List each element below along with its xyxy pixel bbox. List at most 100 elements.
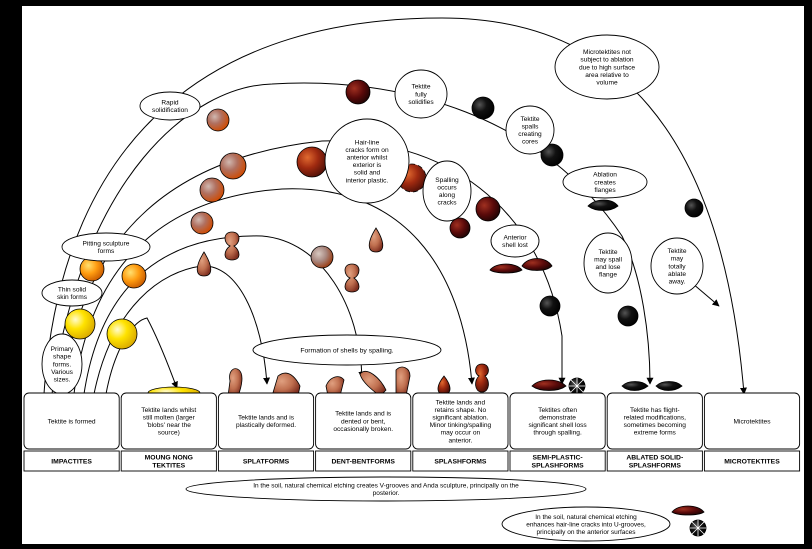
- bubble-outline: [562, 165, 648, 199]
- tektite-spheres: [64, 79, 704, 350]
- bubble-outline: [41, 279, 103, 307]
- column-5-desc-line-0: Tektites often: [538, 407, 577, 414]
- column-6-name-line-0: ABLATED SOLID-: [626, 454, 683, 461]
- bubble-spall-flange-text-line-1: may spall: [594, 257, 622, 264]
- soil-notes: In the soil, natural chemical etching cr…: [185, 476, 671, 542]
- column-desc-box: [315, 392, 412, 450]
- splatform-1: [227, 368, 243, 397]
- black-sphere-3: [539, 295, 561, 317]
- red-sphere-hairline: [296, 146, 328, 178]
- column-4-desc-line-0: Tektite lands and: [436, 399, 486, 406]
- grey-sphere-1: [206, 108, 230, 132]
- soil-note-v-grooves: In the soil, natural chemical etching cr…: [185, 476, 587, 502]
- bubble-hairline-text-line-2: anterior whilst: [347, 155, 388, 162]
- column-3-name-line-0: DENT-BENTFORMS: [331, 458, 395, 465]
- bubble-spalls-text-line-0: Tektite: [520, 116, 539, 123]
- anterior-shell-2: [521, 258, 553, 271]
- bubble-spalling-text-line-3: cracks: [437, 200, 457, 207]
- bubble-pitting-text-line-1: forms: [98, 248, 115, 255]
- soil-note-u-grooves-text-line-1: enhances hair-line cracks into U-grooves…: [526, 521, 646, 528]
- column-2-name-line-0: SPLATFORMS: [243, 458, 290, 465]
- bubble-primary-text-line-2: forms.: [53, 361, 71, 368]
- grey-sphere-4: [190, 211, 214, 235]
- soil-note-u-grooves-text-line-0: In the soil, natural chemical etching: [535, 514, 637, 521]
- dark-sphere-top: [345, 79, 371, 105]
- column-desc-box: [703, 392, 801, 450]
- column-3-desc-line-2: occasionally broken.: [333, 426, 393, 433]
- arc-splashforms: [73, 188, 475, 395]
- bubble-outline: [324, 118, 410, 204]
- bubble-primary-text-line-0: Primary: [51, 346, 74, 353]
- molten-sphere-primary-large: [64, 308, 96, 340]
- bubble-outline: [394, 69, 448, 119]
- column-6-desc-line-3: extreme forms: [634, 430, 677, 437]
- dark-sphere-spall-b: [449, 217, 471, 239]
- column-name-box: [23, 450, 120, 472]
- bubble-outline: [490, 224, 540, 258]
- arc-moung-nong: [105, 317, 178, 395]
- column-0-name-line-0: IMPACTITES: [51, 458, 92, 465]
- bubble-hairline-text-line-4: solid and: [354, 170, 381, 177]
- bubble-outline: [583, 232, 633, 294]
- column-5-desc-line-3: through spalling.: [533, 430, 582, 437]
- bubble-hairline-text-line-3: exterior is: [353, 162, 382, 169]
- column-1-name-line-0: MOUNG NONG: [145, 454, 193, 461]
- column-0-desc-line-0: Tektite is formed: [48, 418, 96, 425]
- column-desc-box: [606, 392, 703, 450]
- column-desc-box: [509, 392, 606, 450]
- arc-microtektites: [43, 17, 747, 395]
- dentbent-3: [395, 366, 411, 397]
- column-6: Tektite has flight-related modifications…: [606, 392, 703, 472]
- column-desc-box: [412, 392, 509, 450]
- bubble-pitting-text-line-0: Pitting sculpture: [83, 241, 130, 248]
- grey-sphere-5: [310, 245, 334, 269]
- u-groove-core: [689, 519, 707, 537]
- black-sphere-4: [617, 305, 639, 327]
- bubble-fully-text-line-0: Tektite: [411, 84, 430, 91]
- bubble-formation: Formation of shells by spalling.: [252, 334, 442, 366]
- soil-note-v-grooves-text-line-0: In the soil, natural chemical etching cr…: [253, 483, 519, 490]
- column-1-name-line-1: TEKTITES: [152, 462, 185, 469]
- bubble-ablation-text-line-1: creates: [594, 179, 616, 186]
- bubble-ablate-away-text-line-2: totally: [668, 263, 686, 270]
- grey-sphere-2: [219, 152, 247, 180]
- bubble-spalling-text-line-0: Spalling: [435, 177, 459, 184]
- bubble-spalls-text-line-2: creating: [518, 131, 542, 138]
- bubble-outline: [61, 232, 151, 262]
- bubble-ablate-away-text-line-4: away.: [669, 278, 686, 285]
- arc-dentbent: [83, 235, 366, 395]
- column-2-desc-line-1: plastically deformed.: [236, 422, 296, 429]
- teardrop-2: [368, 227, 384, 253]
- u-groove-shell: [671, 505, 705, 516]
- bubble-spalling-text-line-2: along: [439, 192, 455, 199]
- bubble-spalls-text-line-3: cores: [522, 139, 539, 146]
- column-4-desc-line-4: may occur on: [441, 430, 481, 437]
- semi-plastic-shell: [531, 379, 567, 391]
- dumbbell-1: [224, 231, 240, 261]
- bubble-ablate-away-text-line-1: may: [671, 256, 684, 263]
- flange-1: [587, 199, 619, 211]
- bubble-ablate-away-text-line-3: ablate: [668, 271, 686, 278]
- column-desc-box: [217, 392, 315, 450]
- bubble-micro-note-text-line-1: subject to ablation: [580, 57, 633, 64]
- column-5-name-line-0: SEMI-PLASTIC-: [532, 454, 582, 461]
- bubble-outline: [505, 105, 555, 155]
- black-sphere-1: [471, 96, 495, 120]
- column-4-desc-line-5: anterior.: [448, 437, 472, 444]
- dumbbell-2: [344, 263, 360, 293]
- molten-sphere-primary-small: [106, 318, 138, 350]
- bubble-spall-flange-text-line-3: flange: [599, 272, 617, 279]
- column-1-desc-line-3: source): [158, 430, 180, 437]
